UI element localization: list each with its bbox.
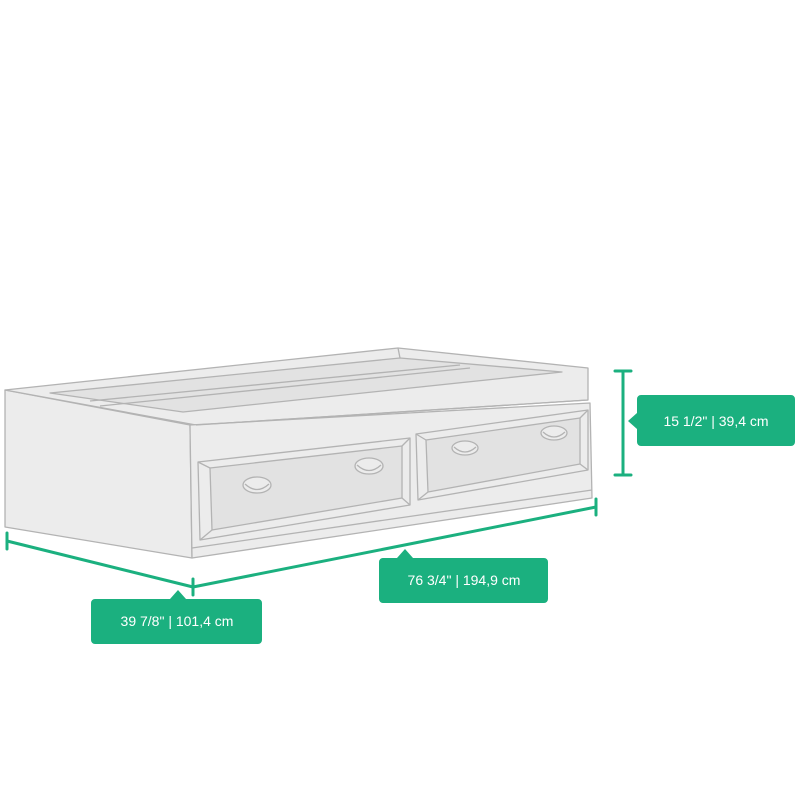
length-dimension-label: 76 3/4" | 194,9 cm	[408, 572, 521, 588]
drawer-right	[415, 409, 589, 501]
length-dimension-line	[191, 505, 598, 589]
height-dimension-badge: 15 1/2" | 39,4 cm	[628, 395, 795, 446]
bed-front-top-edge	[195, 399, 589, 426]
length-dimension-badge: 76 3/4" | 194,9 cm	[379, 549, 548, 603]
drawer-right-handle-1	[451, 440, 479, 456]
drawer-left-handle-1	[242, 476, 272, 494]
drawer-left	[197, 437, 411, 541]
bed-base-strip	[191, 489, 593, 549]
width-dimension-badge: 39 7/8" | 101,4 cm	[91, 590, 262, 644]
bed-inner-corner	[397, 347, 401, 359]
bed-deck-divider	[89, 364, 461, 402]
bed-illustration	[4, 347, 593, 559]
drawer-left-handle-2	[354, 457, 384, 475]
width-dimension-line	[5, 539, 195, 589]
dimension-lines	[5, 369, 633, 597]
bed-deck-divider-2	[99, 367, 471, 407]
drawer-right-handle-2	[540, 425, 568, 441]
width-dimension-label: 39 7/8" | 101,4 cm	[121, 613, 234, 629]
height-dimension-label: 15 1/2" | 39,4 cm	[663, 413, 768, 429]
